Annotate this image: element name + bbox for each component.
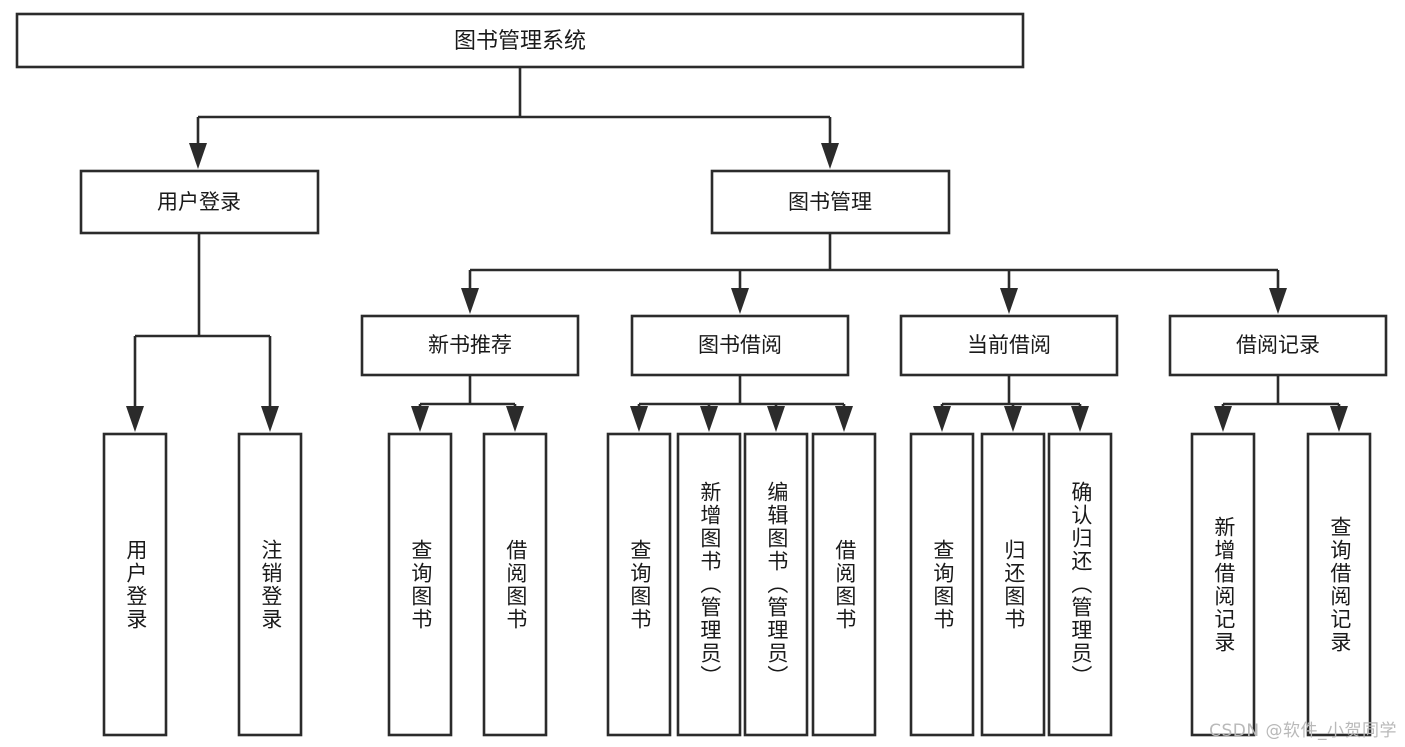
leaf-borrow-book-rec-box[interactable]: [482, 432, 548, 737]
node-new-book-recommend-label: 新书推荐: [428, 333, 512, 357]
connector-group-borrow-record: [1214, 375, 1348, 432]
arrow-to-book-borrow: [731, 288, 749, 314]
node-user-login-box[interactable]: [79, 169, 320, 235]
node-root-label: 图书管理系统: [454, 29, 586, 54]
arrow-to-leaf-query-book-rec: [411, 406, 429, 432]
connector-group-current-borrow: [933, 375, 1089, 432]
node-borrow-record-box[interactable]: [1168, 314, 1388, 377]
connector-group-new-book-rec: [411, 375, 524, 432]
arrow-to-borrow-record: [1269, 288, 1287, 314]
leaf-query-book-borrow-box[interactable]: [606, 432, 672, 737]
leaf-query-book-current-box[interactable]: [909, 432, 975, 737]
connector-group-book-manage: [461, 233, 1287, 314]
connector-group-book-borrow: [630, 375, 853, 432]
node-book-borrow-box[interactable]: [630, 314, 850, 377]
node-new-book-recommend[interactable]: 新书推荐: [360, 314, 580, 377]
leaf-return-book-box[interactable]: [980, 432, 1046, 737]
leaf-query-record-box[interactable]: [1306, 432, 1372, 737]
node-new-book-recommend-box[interactable]: [360, 314, 580, 377]
leaf-add-book-box[interactable]: [676, 432, 742, 737]
leaf-add-record-box[interactable]: [1190, 432, 1256, 737]
node-book-borrow[interactable]: 图书借阅: [630, 314, 850, 377]
node-book-manage-label: 图书管理: [788, 190, 872, 214]
watermark-text: CSDN @软件_小贺同学: [1209, 721, 1397, 741]
node-user-login[interactable]: 用户登录: [79, 169, 320, 235]
leaf-query-book-rec-box[interactable]: [387, 432, 453, 737]
node-book-borrow-label: 图书借阅: [698, 333, 782, 357]
node-current-borrow-box[interactable]: [899, 314, 1119, 377]
connector-group-root: [189, 67, 839, 169]
arrow-to-leaf-borrow-book-rec: [506, 406, 524, 432]
arrow-to-leaf-logout: [261, 406, 279, 432]
arrow-to-current-borrow: [1000, 288, 1018, 314]
node-current-borrow-label: 当前借阅: [967, 333, 1051, 357]
arrow-to-leaf-query-book-borrow: [630, 406, 648, 432]
leaf-logout-box[interactable]: [237, 432, 303, 737]
node-current-borrow[interactable]: 当前借阅: [899, 314, 1119, 377]
leaf-user-login-box[interactable]: [102, 432, 168, 737]
node-book-manage[interactable]: 图书管理: [710, 169, 951, 235]
leaf-borrow-book-box[interactable]: [811, 432, 877, 737]
arrow-to-book-manage: [821, 143, 839, 169]
arrow-to-user-login: [189, 143, 207, 169]
node-borrow-record[interactable]: 借阅记录: [1168, 314, 1388, 377]
leaf-edit-book-box[interactable]: [743, 432, 809, 737]
arrow-to-leaf-user-login: [126, 406, 144, 432]
node-root-box[interactable]: [15, 12, 1025, 69]
arrow-to-leaf-query-book-current: [933, 406, 951, 432]
arrow-to-leaf-confirm-return: [1071, 406, 1089, 432]
node-user-login-label: 用户登录: [157, 190, 241, 214]
arrow-to-leaf-query-record: [1330, 406, 1348, 432]
arrow-to-leaf-return-book: [1004, 406, 1022, 432]
arrow-to-new-book-rec: [461, 288, 479, 314]
node-book-manage-box[interactable]: [710, 169, 951, 235]
arrow-to-leaf-add-book: [700, 406, 718, 432]
node-root[interactable]: 图书管理系统: [15, 12, 1025, 69]
leaf-boxes-group: [102, 432, 1372, 737]
connector-group-user-login: [126, 233, 279, 432]
arrow-to-leaf-add-record: [1214, 406, 1232, 432]
leaf-confirm-return-box[interactable]: [1047, 432, 1113, 737]
arrow-to-leaf-edit-book: [767, 406, 785, 432]
node-borrow-record-label: 借阅记录: [1236, 333, 1320, 357]
arrow-to-leaf-borrow-book: [835, 406, 853, 432]
